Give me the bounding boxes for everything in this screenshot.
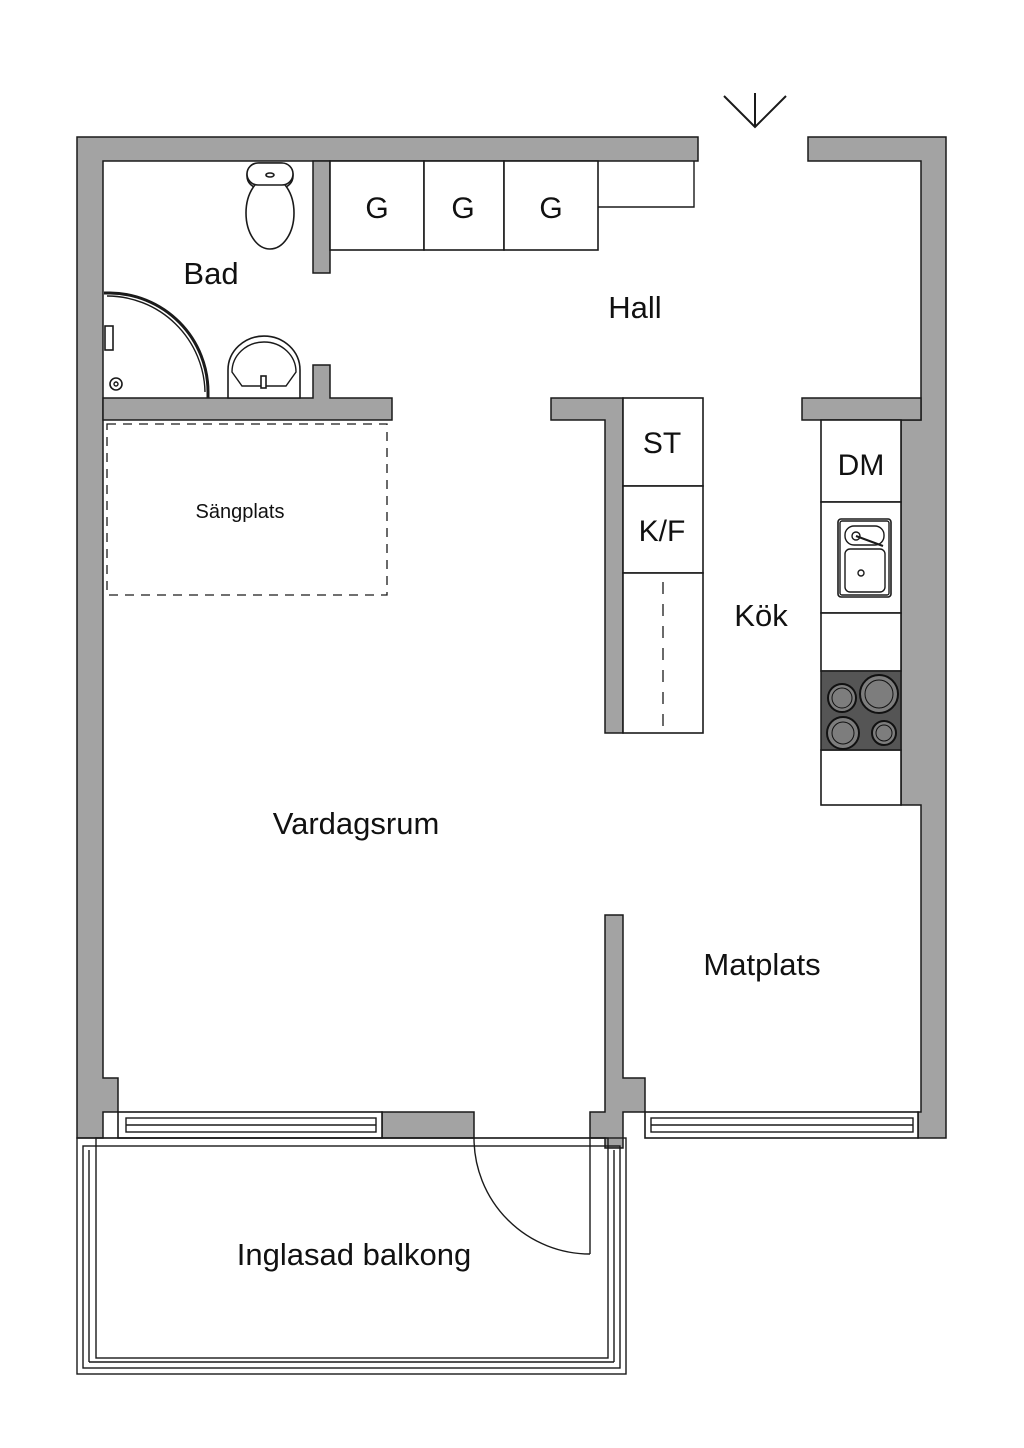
kitchen-left-counter <box>622 397 704 734</box>
room-label-vardagsrum: Vardagsrum <box>273 806 440 841</box>
wardrobe-label: G <box>365 192 388 225</box>
room-label-bad: Bad <box>183 256 238 291</box>
dishwasher-label: DM <box>838 449 885 482</box>
toilet-icon <box>245 162 295 250</box>
wardrobe-label: G <box>539 192 562 225</box>
room-label-matplats: Matplats <box>703 947 820 982</box>
storage-label: ST <box>643 427 681 460</box>
sink-icon <box>227 335 301 399</box>
kitchen-sink-icon <box>837 518 892 598</box>
wardrobe-label: G <box>451 192 474 225</box>
entrance-arrow-icon <box>723 93 787 129</box>
room-label-hall: Hall <box>608 290 661 325</box>
fridge-freezer-label: K/F <box>639 515 686 548</box>
room-label-balkong: Inglasad balkong <box>237 1237 471 1272</box>
window-dining <box>644 1111 919 1139</box>
bed-area-label: Sängplats <box>196 501 285 523</box>
cooktop-icon <box>820 670 902 751</box>
wardrobes <box>329 160 695 251</box>
balcony-glazing <box>76 1137 627 1375</box>
bed-area <box>106 423 388 596</box>
walls <box>76 136 947 1149</box>
door-swing-icon <box>473 1137 591 1255</box>
window-living <box>117 1111 383 1139</box>
shower-icon <box>104 291 210 398</box>
room-label-kok: Kök <box>734 598 788 633</box>
